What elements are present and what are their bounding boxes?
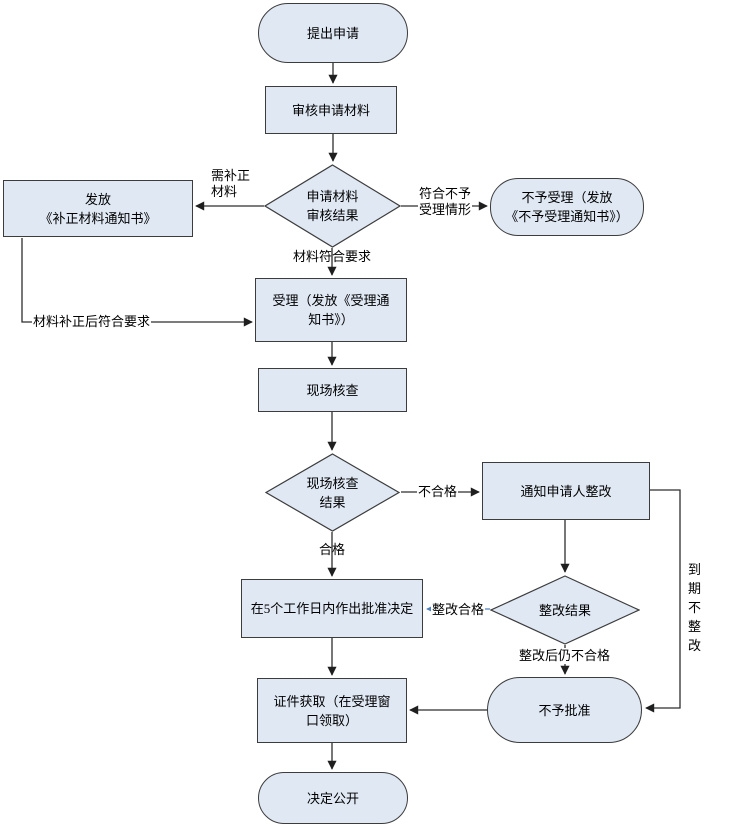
edge-label-fail: 不合格 (417, 484, 459, 500)
node-review-result-label: 申请材料 审核结果 (306, 189, 359, 223)
node-review-result: 申请材料 审核结果 (264, 164, 401, 248)
node-onsite-result: 现场核查 结果 (265, 453, 400, 532)
node-approval-decision: 在5个工作日内作出批准决定 (241, 579, 423, 638)
edge-supplement-accept (21, 238, 253, 327)
node-onsite-result-label: 现场核查 结果 (306, 475, 359, 510)
node-start-label: 提出申请 (306, 25, 359, 41)
node-onsite-check-label: 现场核查 (306, 382, 359, 398)
edge-label-pass: 合格 (319, 542, 346, 557)
node-start: 提出申请 (258, 3, 408, 63)
node-get-certificate-label: 证件获取（在受理窗 口领取） (273, 693, 391, 728)
node-notify-rectify-label: 通知申请人整改 (520, 483, 612, 499)
edge-label-supplement-ok: 材料补正后符合要求 (32, 314, 152, 330)
node-not-approve: 不予批准 (487, 677, 642, 743)
node-not-approve-label: 不予批准 (538, 702, 591, 718)
edge-label-rectify-fail: 整改后仍不合格 (518, 648, 612, 664)
node-onsite-check: 现场核查 (258, 368, 407, 412)
node-notify-rectify: 通知申请人整改 (482, 462, 650, 520)
node-reject-acceptance: 不予受理（发放 《不予受理通知书》） (490, 178, 644, 236)
node-reject-acceptance-label: 不予受理（发放 《不予受理通知书》） (505, 190, 629, 224)
edge-label-rectify-pass: 整改合格 (431, 602, 486, 618)
edge-label-need-supplement: 需补正 材料 (211, 168, 251, 199)
node-get-certificate: 证件获取（在受理窗 口领取） (257, 678, 407, 743)
node-accept-label: 受理（发放《受理通 知书》） (272, 293, 390, 327)
diamond-shape (264, 164, 401, 248)
node-approval-decision-label: 在5个工作日内作出批准决定 (250, 601, 414, 616)
node-publish-label: 决定公开 (306, 790, 359, 806)
edge-label-overdue-no-rectify: 到期不整改 (687, 560, 702, 655)
node-issue-supplement-notice: 发放 《补正材料通知书》 (3, 180, 193, 237)
edge-label-material-ok: 材料符合要求 (293, 249, 372, 264)
node-issue-supplement-notice-label: 发放 《补正材料通知书》 (39, 191, 157, 226)
diamond-shape (490, 575, 640, 645)
node-publish: 决定公开 (258, 772, 408, 824)
diamond-shape (265, 453, 400, 532)
node-review: 审核申请材料 (265, 86, 397, 134)
node-review-label: 审核申请材料 (291, 102, 370, 118)
edge-label-match-reject-case: 符合不予 受理情形 (418, 186, 473, 218)
edge-notify-overdue-notapprove (645, 489, 681, 713)
node-rectify-result-label: 整改结果 (538, 602, 591, 618)
node-rectify-result: 整改结果 (490, 575, 640, 645)
node-accept: 受理（发放《受理通 知书》） (255, 278, 407, 342)
